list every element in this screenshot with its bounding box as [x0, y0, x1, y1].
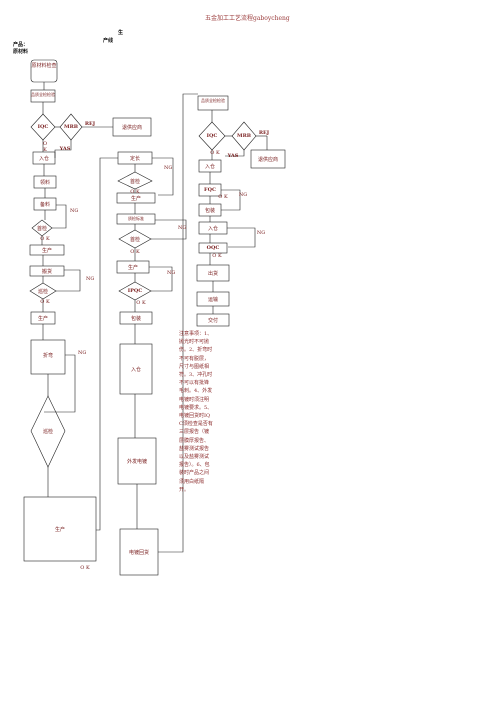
rej-label: REJ — [84, 121, 96, 127]
mrb-label: MRB — [64, 124, 78, 130]
plating-back-label: 电镀回货 — [128, 550, 149, 556]
middle-produce-box — [116, 192, 156, 204]
inspect-label: 品质全检检验 — [31, 92, 55, 97]
page-title: 五金加工工艺流程gaboycheng — [205, 15, 290, 22]
header-mark-2: 产线 — [103, 38, 114, 44]
transport-label: 运输 — [207, 297, 218, 303]
storage-in-label: 入仓 — [38, 156, 49, 162]
ng-label-r1: NG — [238, 192, 248, 198]
ng-label-m2: NG — [178, 225, 187, 231]
right-return-supplier-box — [250, 149, 286, 169]
produce2-label: 生产 — [37, 316, 48, 322]
right-return-supplier-label: 退供应商 — [257, 157, 278, 163]
produce-label: 生产 — [41, 248, 52, 254]
ok-label-m1: O K — [130, 189, 140, 195]
inspect-rule-box — [116, 213, 156, 225]
fqc-label: FQC — [204, 187, 216, 193]
right-rej-label: REJ — [258, 130, 270, 136]
notes-text: 注意事项：1、抛光时不可抛伤。2、折弯时不可有脱层，尺寸与图纸相符。3、冲孔时不… — [179, 331, 213, 493]
right-inspect-label: 品质全检检验 — [201, 98, 225, 103]
oqc-box — [198, 242, 228, 254]
header-mark-1: 生 — [118, 30, 124, 36]
right-storage-in2-label: 入仓 — [207, 226, 218, 232]
bend-label: 折弯 — [42, 353, 53, 359]
start-label: 原材料检查 — [31, 63, 57, 69]
middle-produce2-label: 生产 — [127, 265, 138, 271]
ok-label-m2: O K — [130, 249, 140, 255]
patrol-label: 巡检 — [37, 289, 48, 295]
right-yas-label: YAS — [227, 153, 239, 159]
ok-label-left-1: O K — [40, 236, 50, 242]
ok-o: O — [42, 141, 48, 147]
ng-label-2: NG — [86, 276, 95, 282]
middle-produce-label: 生产 — [130, 196, 141, 202]
right-inspect-box — [197, 95, 229, 111]
ipqc-label: IPQC — [127, 288, 143, 294]
ng-label-m3: NG — [167, 270, 176, 276]
right-iqc-label: IQC — [206, 133, 218, 139]
right-mrb-label: MRB — [237, 133, 251, 139]
material-label: 原材料 — [13, 49, 29, 55]
storage-in-middle-box — [119, 343, 153, 395]
package-box — [119, 311, 153, 325]
ng-label-r2: NG — [256, 230, 266, 236]
right-pack-label: 包装 — [204, 208, 215, 214]
ok-label-m3: O K — [136, 300, 146, 306]
produce3-label: 生产 — [54, 527, 65, 533]
storage-in-middle-label: 入仓 — [130, 367, 141, 373]
ok-k: K — [43, 147, 47, 153]
scrap-box — [29, 265, 65, 277]
iqc-label: IQC — [37, 124, 49, 130]
prep-label: 备料 — [39, 202, 50, 208]
ok-label-r3: O K — [212, 253, 222, 259]
produce3-box — [23, 496, 97, 562]
return-supplier-box — [112, 117, 152, 137]
ok-label-bottom: O K — [80, 565, 90, 571]
scrap-label: 搬货 — [41, 269, 52, 275]
trim-label: 定长 — [129, 156, 140, 162]
return-supplier-label: 退供应商 — [121, 125, 142, 131]
patrol2-label: 巡检 — [42, 429, 53, 435]
ng-label-3: NG — [78, 350, 87, 356]
deliver-label: 交付 — [207, 318, 218, 324]
product-label: 产品： — [13, 42, 29, 48]
ok-label-r2: O K — [210, 150, 220, 156]
middle-first-check-label: 首检 — [129, 179, 140, 185]
ng-label-1: NG — [70, 208, 79, 214]
produce-box — [29, 244, 65, 256]
outsource-label: 外发电镀 — [126, 459, 147, 465]
ok-label-r1: O K — [218, 194, 228, 200]
inspect-rule-label: 质检标准 — [128, 216, 144, 221]
first-check-label: 首检 — [36, 226, 47, 232]
right-storage-in-label: 入仓 — [204, 164, 215, 170]
yas-label: YAS — [59, 146, 71, 152]
oqc-label: OQC — [206, 245, 220, 251]
ok-label-left-2: O K — [40, 299, 50, 305]
pick-label: 领料 — [39, 180, 50, 186]
package-label: 包装 — [130, 316, 141, 322]
middle-check-label: 首检 — [129, 237, 140, 243]
deliver-box — [196, 313, 230, 327]
ng-label-m1: NG — [164, 165, 173, 171]
ship-label: 出货 — [207, 271, 218, 277]
